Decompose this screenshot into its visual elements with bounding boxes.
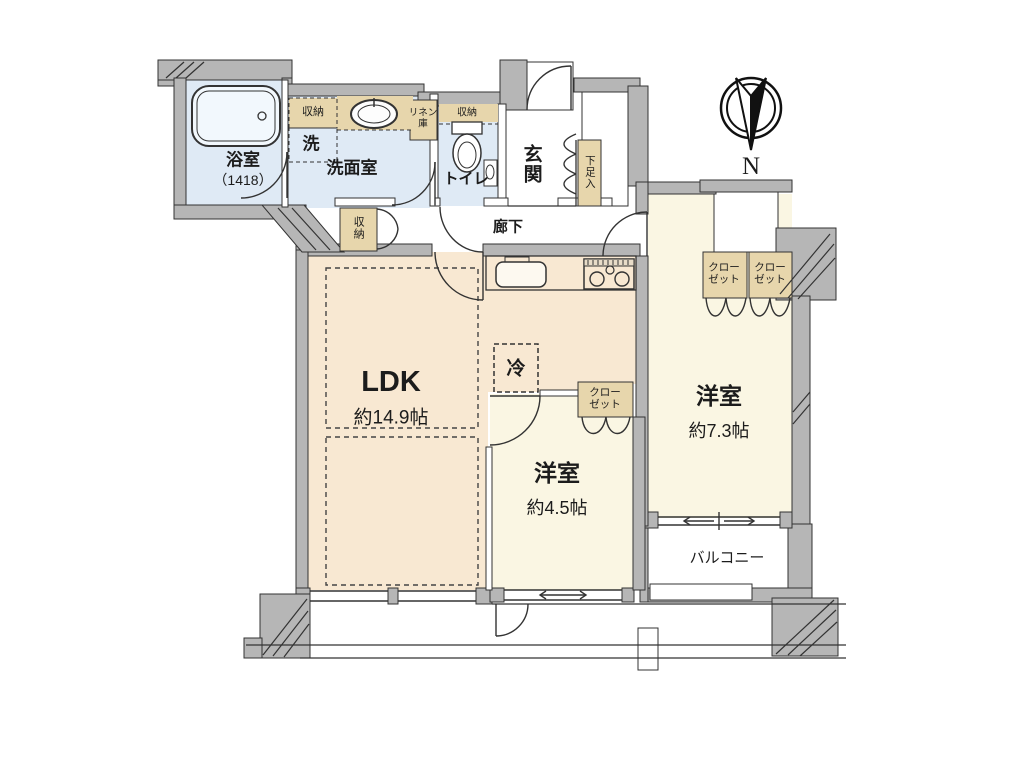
western-room-small-size-label: 約4.5帖 (526, 497, 588, 518)
balcony-partition (649, 583, 753, 601)
closet-large-room-left-label: クロー ゼット (708, 261, 740, 285)
doors (240, 65, 791, 637)
washbasin-icon (350, 98, 398, 129)
closet-large-room-right-label: クロー ゼット (754, 261, 786, 285)
balcony-label: バルコニー (689, 549, 765, 567)
linen-closet-label: リネン 庫 (408, 107, 438, 129)
windows (310, 512, 780, 602)
washroom-label: 洗面室 (326, 158, 378, 178)
entrance-label: 玄関 (520, 144, 542, 184)
stove-icon (583, 258, 635, 290)
hallway-storage-label: 収納 (352, 216, 365, 240)
western-room-large-label: 洋室 (696, 383, 742, 410)
ldk-size-label: 約14.9帖 (353, 407, 429, 429)
bathroom-label: 浴室 (226, 150, 260, 170)
balcony-pipe (637, 627, 659, 671)
refrigerator-label: 冷 (506, 358, 526, 380)
hallway-label: 廊下 (492, 218, 524, 236)
shoe-cabinet-label: 下足入 (583, 154, 596, 190)
toilet-icon (451, 121, 498, 187)
closet-small-room-label: クロー ゼット (589, 386, 621, 410)
washroom-storage-label: 収納 (302, 105, 324, 118)
sink-icon (495, 261, 547, 288)
ldk-zone-dashes (325, 267, 479, 586)
bathtub-icon (191, 85, 281, 147)
washer-label: 洗 (302, 134, 320, 154)
compass-icon (719, 76, 783, 151)
refrigerator-outline (493, 343, 539, 393)
bathroom-size-label: （1418） (213, 172, 273, 189)
western-room-small-label: 洋室 (534, 460, 580, 487)
kitchen-counter (485, 255, 637, 291)
toilet-storage-label: 収納 (457, 107, 477, 119)
ground-lines (246, 603, 846, 659)
western-room-large-size-label: 約7.3帖 (688, 420, 750, 441)
ldk-label: LDK (361, 365, 421, 398)
toilet-label: トイレ (443, 170, 489, 188)
compass-north-label: N (741, 153, 761, 180)
